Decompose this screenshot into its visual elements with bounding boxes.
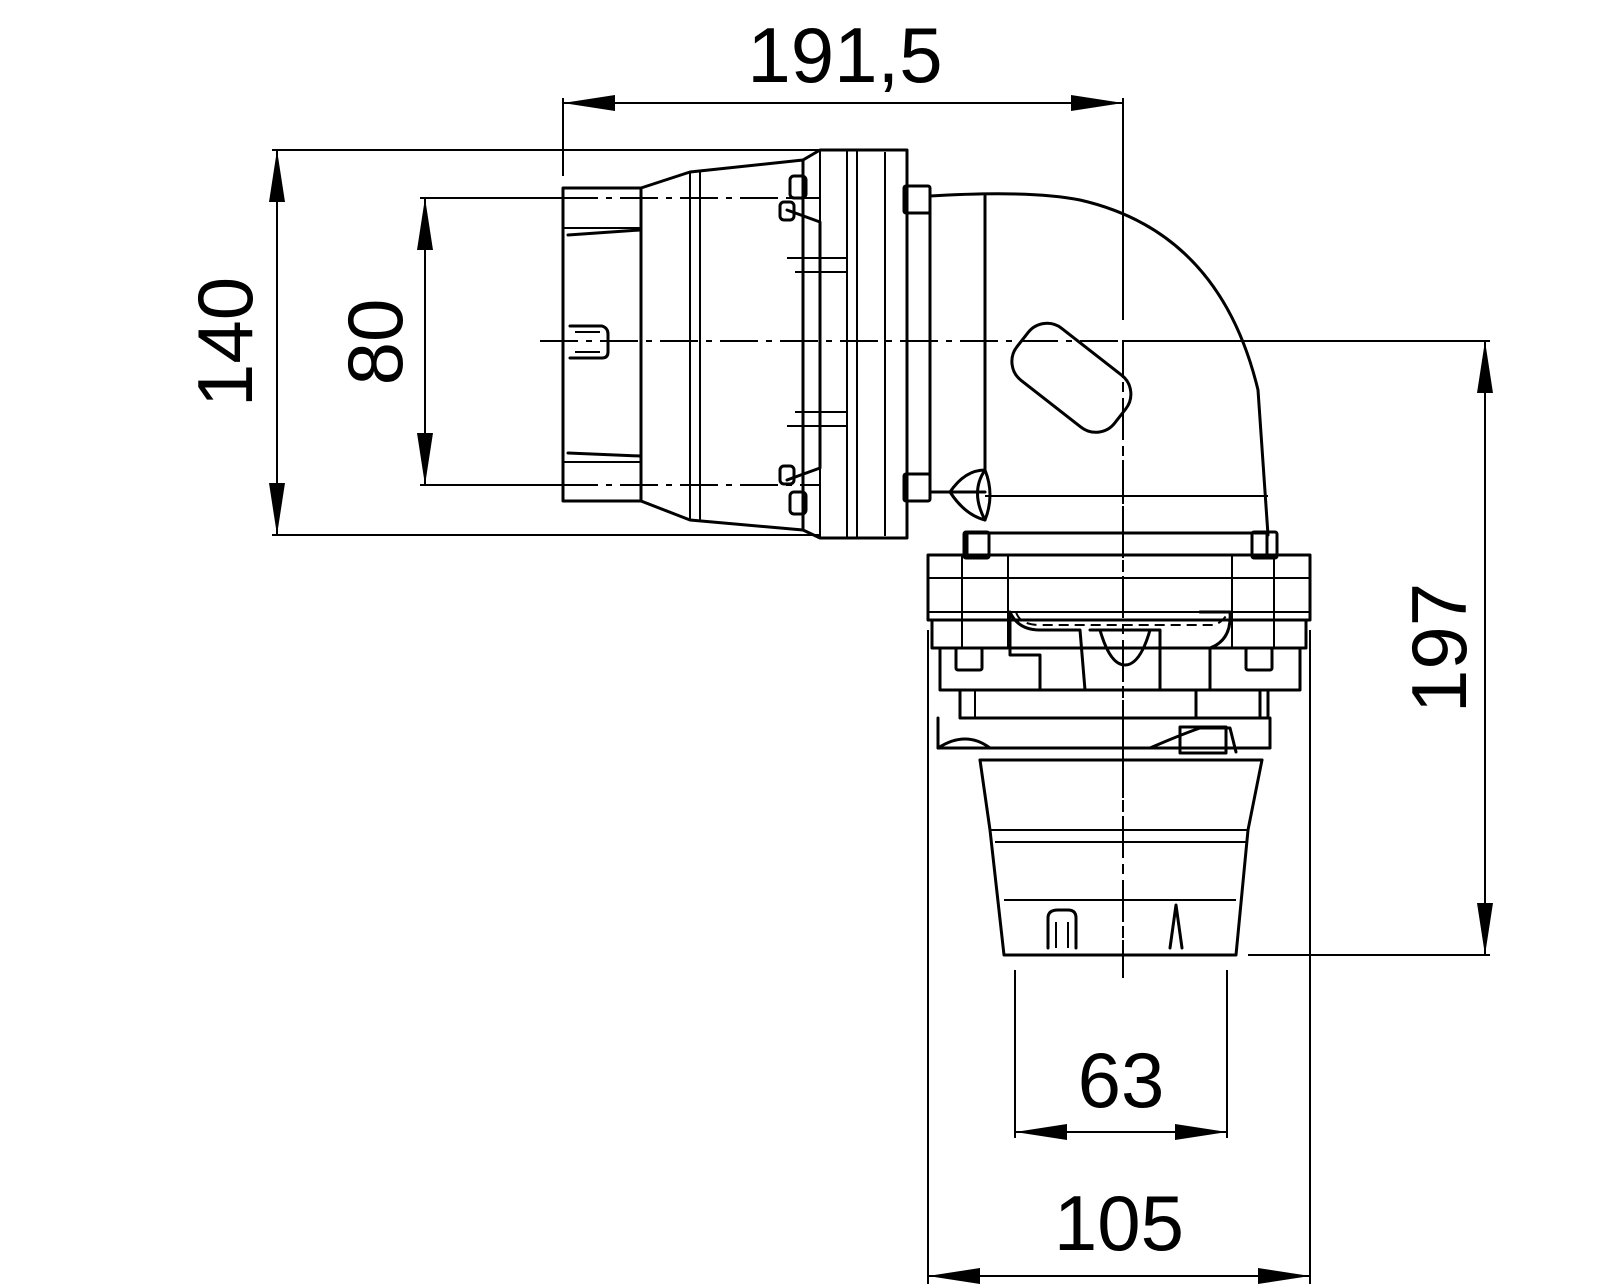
dimension-overall-height: 197: [1123, 340, 1493, 956]
dimension-overall-width: 191,5: [562, 11, 1124, 320]
dimension-label-197: 197: [1395, 583, 1483, 713]
dimension-outlet-height: 140: [181, 149, 820, 536]
horizontal-outlet: [561, 148, 932, 540]
dimension-inlet-inner: 63: [1014, 970, 1228, 1140]
dimension-label-140: 140: [181, 277, 269, 407]
dimension-inlet-outer: 105: [927, 630, 1311, 1284]
vertical-inlet: [926, 530, 1312, 975]
elbow-body: [928, 192, 1270, 537]
dimension-label-80: 80: [331, 299, 419, 386]
dimension-label-63: 63: [1078, 1036, 1165, 1124]
dimension-outlet-inner: 80: [331, 197, 563, 486]
dimension-label-105: 105: [1054, 1179, 1184, 1267]
dimension-label-191-5: 191,5: [747, 11, 942, 99]
center-lines: [540, 197, 1490, 985]
